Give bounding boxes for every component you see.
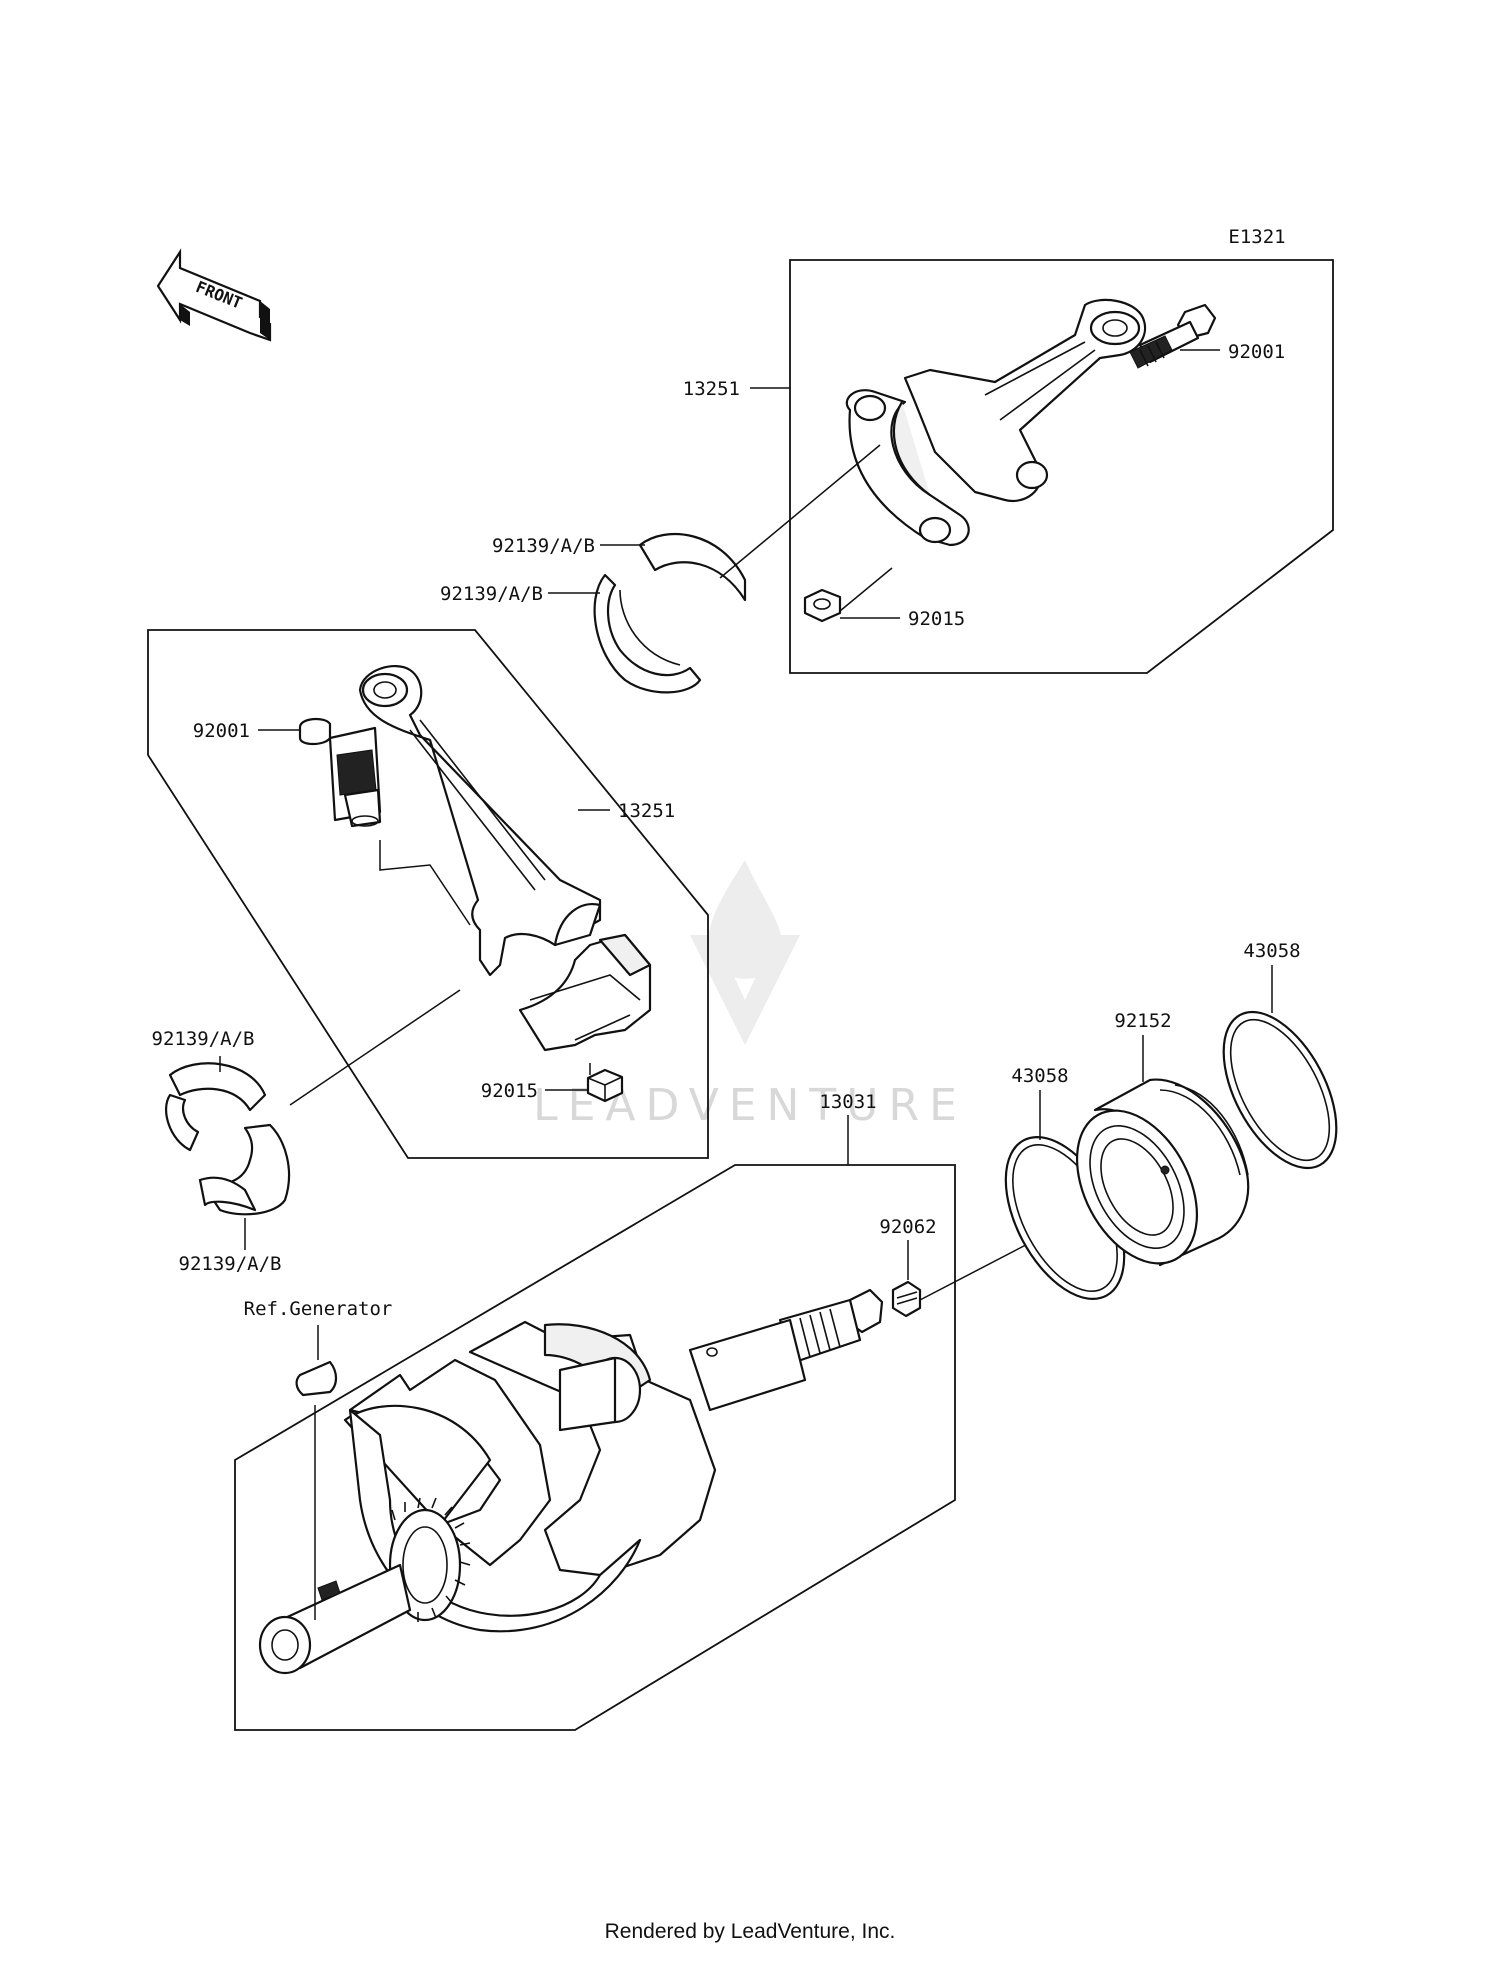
diagram-code: E1321 bbox=[1228, 226, 1285, 248]
callout-92062: 92062 bbox=[879, 1216, 936, 1238]
callout-13251-a: 13251 bbox=[683, 378, 740, 400]
callout-92001-b: 92001 bbox=[193, 720, 250, 742]
bearing-shells-a bbox=[593, 532, 747, 694]
plug-92062 bbox=[891, 1280, 922, 1318]
bolt-b bbox=[298, 717, 382, 828]
callout-92015-b: 92015 bbox=[481, 1080, 538, 1102]
crankshaft-gear bbox=[388, 1497, 471, 1622]
seal-ring-92152 bbox=[1075, 1078, 1250, 1267]
nut-a bbox=[803, 588, 842, 623]
ring-43058-right bbox=[1222, 1010, 1338, 1170]
callout-92001-a: 92001 bbox=[1228, 341, 1285, 363]
callout-13251-b: 13251 bbox=[618, 800, 675, 822]
assembly-frame-b bbox=[147, 629, 709, 1159]
crankshaft-frame bbox=[234, 1164, 956, 1731]
nut-b bbox=[586, 1068, 624, 1103]
assembly-frame-a bbox=[789, 259, 1334, 674]
callout-43058-right: 43058 bbox=[1243, 940, 1300, 962]
front-arrow-icon: FRONT bbox=[156, 248, 272, 342]
connecting-rod-b bbox=[358, 665, 602, 977]
bearing-shells-b bbox=[165, 1062, 291, 1216]
connecting-rod-a bbox=[845, 298, 1146, 547]
callout-92015-a: 92015 bbox=[908, 608, 965, 630]
rod-cap-b bbox=[518, 933, 652, 1052]
callout-92139-b1: 92139/A/B bbox=[152, 1028, 255, 1050]
crankshaft bbox=[258, 1288, 884, 1675]
callout-92139-b2: 92139/A/B bbox=[179, 1253, 282, 1275]
callout-92152: 92152 bbox=[1114, 1010, 1171, 1032]
callout-ref-generator: Ref.Generator bbox=[244, 1298, 393, 1320]
leadventure-logo-watermark bbox=[690, 860, 800, 1045]
callout-92139-a2: 92139/A/B bbox=[440, 583, 543, 605]
callout-13031: 13031 bbox=[819, 1091, 876, 1113]
callout-43058-left: 43058 bbox=[1011, 1065, 1068, 1087]
callout-92139-a1: 92139/A/B bbox=[492, 535, 595, 557]
woodruff-key bbox=[295, 1360, 338, 1397]
bolt-a bbox=[1129, 303, 1217, 369]
footer-text: Rendered by LeadVenture, Inc. bbox=[605, 1920, 896, 1943]
